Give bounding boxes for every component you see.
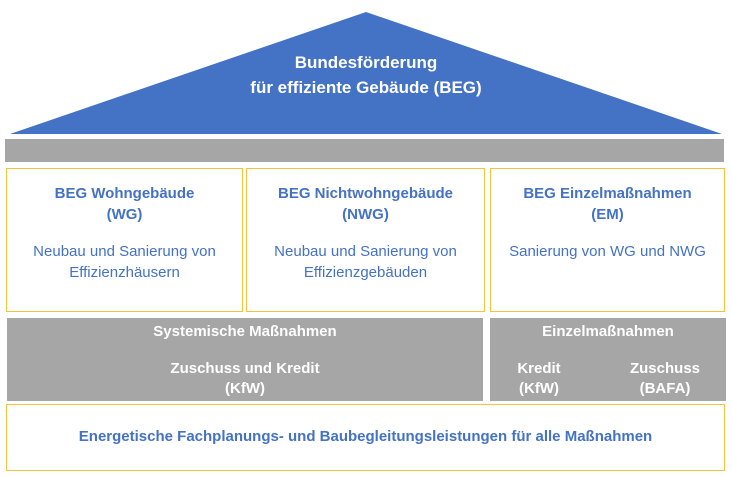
pillar-desc-line1: Neubau und Sanierung von [274, 243, 457, 260]
pillar-wohngebaeude: BEG Wohngebäude (WG) Neubau und Sanierun… [6, 168, 243, 312]
individual-credit: Kredit (KfW) [504, 359, 574, 399]
roof-triangle [10, 12, 722, 134]
pillar-desc-line1: Neubau und Sanierung von [33, 243, 216, 260]
systemic-funding-line2: (KfW) [225, 380, 265, 397]
individual-grant-line1: Zuschuss [629, 360, 701, 377]
pillar-desc-line2: Effizienzgebäuden [303, 264, 428, 281]
systemic-measures-funding: Zuschuss und Kredit (KfW) [7, 359, 483, 399]
roof-title-line2: für effiziente Gebäude (BEG) [250, 78, 482, 97]
pillar-title: BEG Wohngebäude (WG) [7, 183, 242, 225]
roof [10, 12, 722, 134]
pillar-description: Neubau und Sanierung von Effizienzhäuser… [7, 241, 242, 283]
pillar-title-line2: (EM) [591, 206, 624, 223]
roof-title: Bundesförderung für effiziente Gebäude (… [200, 50, 532, 100]
pillar-description: Neubau und Sanierung von Effizienzgebäud… [247, 241, 484, 283]
systemic-measures-title: Systemische Maßnahmen [153, 323, 337, 340]
beam [5, 139, 724, 162]
pillar-description: Sanierung von WG und NWG [491, 241, 724, 262]
individual-grant: Zuschuss (BAFA) [620, 359, 710, 399]
pillar-nichtwohngebaeude: BEG Nichtwohngebäude (NWG) Neubau und Sa… [246, 168, 485, 312]
pillar-title-line1: BEG Nichtwohngebäude [277, 185, 453, 202]
pillar-title-line1: BEG Wohngebäude [54, 185, 195, 202]
pillar-title: BEG Einzelmaßnahmen (EM) [491, 183, 724, 225]
individual-credit-line1: Kredit [517, 360, 561, 377]
pillar-title-line1: BEG Einzelmaßnahmen [523, 185, 692, 202]
individual-measures-block: Einzelmaßnahmen Kredit (KfW) Zuschuss (B… [490, 318, 726, 401]
foundation: Energetische Fachplanungs- und Baubeglei… [6, 404, 725, 471]
individual-grant-line2: (BAFA) [639, 380, 691, 397]
systemic-funding-line1: Zuschuss und Kredit [170, 360, 320, 377]
individual-credit-line2: (KfW) [519, 380, 559, 397]
pillar-title-line2: (WG) [106, 206, 143, 223]
pillar-einzelmassnahmen: BEG Einzelmaßnahmen (EM) Sanierung von W… [490, 168, 725, 312]
individual-measures-title: Einzelmaßnahmen [542, 323, 674, 340]
pillar-title-line2: (NWG) [342, 206, 389, 223]
roof-title-line1: Bundesförderung [294, 53, 438, 72]
systemic-measures-block: Systemische Maßnahmen Zuschuss und Kredi… [7, 318, 483, 401]
pillar-desc-line2: Effizienzhäusern [69, 264, 180, 281]
pillar-desc-line1: Sanierung von WG und NWG [509, 243, 706, 260]
pillar-title: BEG Nichtwohngebäude (NWG) [247, 183, 484, 225]
